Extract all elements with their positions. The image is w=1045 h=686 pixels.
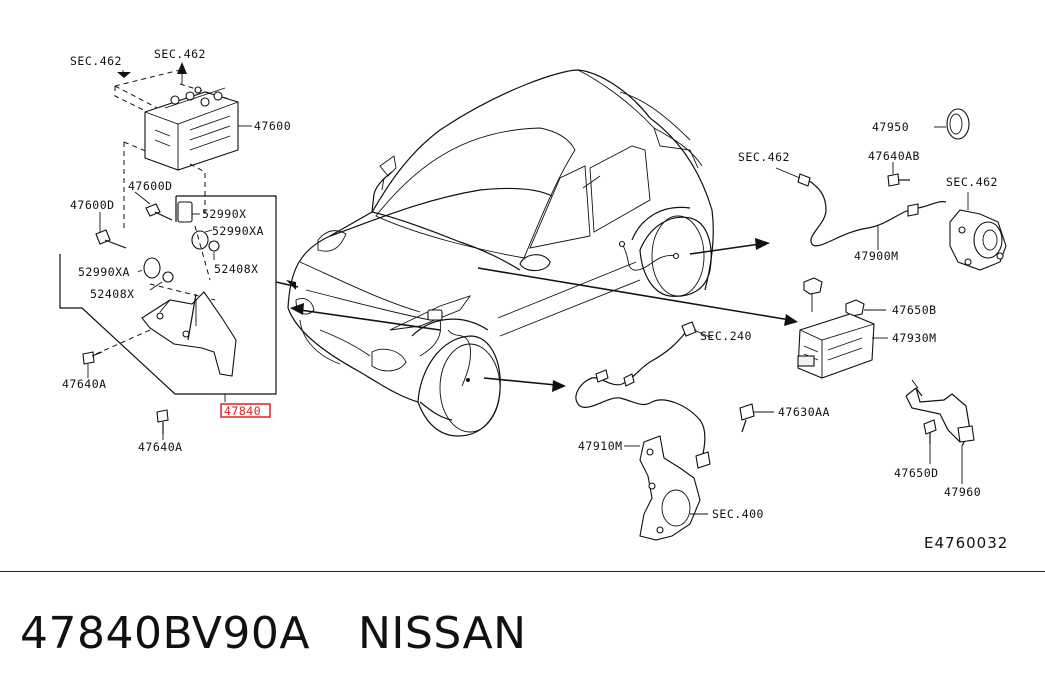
- arrow-icon: [755, 238, 770, 250]
- bolt-icon: [145, 203, 173, 221]
- connector-icon: [797, 355, 815, 367]
- label-47840-highlighted[interactable]: 47840: [224, 404, 261, 418]
- label-47950: 47950: [872, 120, 909, 134]
- label-47910m: 47910M: [578, 439, 623, 453]
- label-sec462: SEC.462: [70, 54, 122, 68]
- connector-icon: [797, 173, 811, 187]
- label-sec462: SEC.462: [738, 150, 790, 164]
- label-sec240: SEC.240: [700, 329, 752, 343]
- label-sec462: SEC.462: [154, 47, 206, 61]
- vehicle-outline: [287, 69, 714, 437]
- diagram-code: E4760032: [924, 534, 1008, 552]
- arrow-icon: [784, 314, 798, 326]
- divider: [0, 571, 1045, 572]
- arrow-icon: [290, 303, 304, 315]
- label-52990xa: 52990XA: [78, 265, 130, 279]
- label-52408x: 52408X: [214, 262, 259, 276]
- abs-actuator: [144, 86, 239, 171]
- nut-icon: [845, 299, 865, 317]
- label-52408x: 52408X: [90, 287, 135, 301]
- label-47650b: 47650B: [892, 303, 937, 317]
- bolt-icon: [923, 419, 937, 444]
- abs-bracket: [141, 291, 237, 377]
- callout-arrows: [275, 238, 798, 392]
- label-47650d: 47650D: [894, 466, 939, 480]
- connector-icon: [681, 321, 697, 337]
- label-47640ab: 47640AB: [868, 149, 920, 163]
- label-47640a: 47640A: [138, 440, 183, 454]
- label-47600: 47600: [254, 119, 291, 133]
- bolt-icon: [156, 409, 169, 434]
- arrow-icon: [552, 380, 566, 392]
- label-sec400: SEC.400: [712, 507, 764, 521]
- abs-actuator-group: [59, 62, 277, 440]
- highlight-box: [220, 403, 271, 418]
- nut-icon: [803, 277, 823, 295]
- brand-name: NISSAN: [358, 607, 527, 659]
- label-47640a: 47640A: [62, 377, 107, 391]
- label-47930m: 47930M: [892, 331, 937, 345]
- parts-diagram: SEC.462 SEC.462 47600 47600D 47600D 5299…: [59, 47, 1008, 552]
- label-sec462: SEC.462: [946, 175, 998, 189]
- label-52990x: 52990X: [202, 207, 247, 221]
- harness-bracket: [905, 379, 975, 447]
- steering-knuckle: [639, 435, 701, 541]
- part-caption: 47840BV90A NISSAN: [20, 598, 527, 668]
- label-52990xa: 52990XA: [212, 224, 264, 238]
- actuator-mini-icon: [427, 309, 443, 321]
- front-sensor-group: [575, 321, 975, 541]
- rear-hub: [949, 209, 1007, 271]
- label-47600d: 47600D: [70, 198, 115, 212]
- label-47900m: 47900M: [854, 249, 899, 263]
- arrow-icon: [177, 62, 187, 74]
- grommet-icon: [177, 201, 193, 223]
- part-number: 47840BV90A: [20, 607, 310, 659]
- rear-sensor-group: [775, 108, 1007, 271]
- part-labels: SEC.462 SEC.462 47600 47600D 47600D 5299…: [62, 47, 1008, 552]
- bolt-icon: [95, 229, 127, 249]
- arrow-icon: [117, 72, 131, 78]
- bolt-icon: [82, 351, 103, 365]
- bolt-icon: [739, 403, 755, 433]
- label-47630aa: 47630AA: [778, 405, 830, 419]
- sensor-unit-group: [797, 277, 888, 379]
- bolt-icon: [887, 173, 910, 187]
- bushing-icon: [191, 230, 209, 250]
- label-47960: 47960: [944, 485, 981, 499]
- label-47600d: 47600D: [128, 179, 173, 193]
- bushing-icon: [143, 257, 161, 279]
